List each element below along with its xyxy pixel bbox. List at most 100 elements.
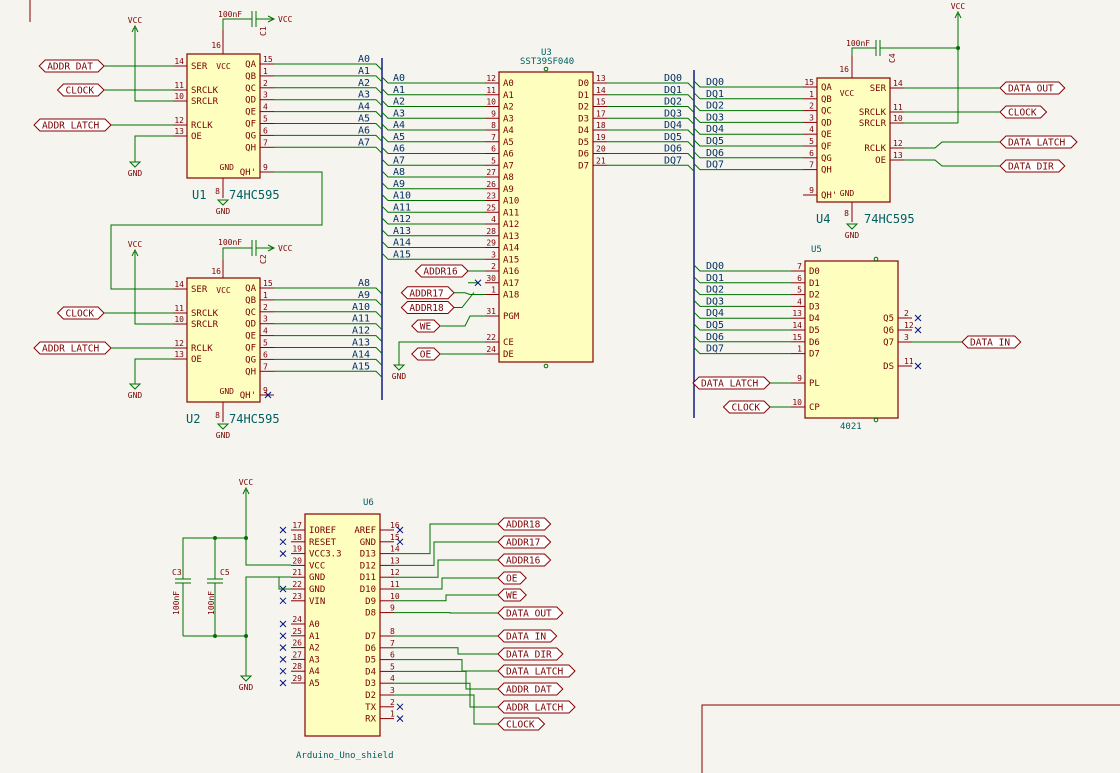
u2-bus-entry <box>274 311 383 319</box>
u3-pin-num: 27 <box>486 168 496 177</box>
label-data-in-shape <box>961 335 1022 349</box>
u6-pin-name: RESET <box>309 538 337 548</box>
label-clock: CLOCK <box>732 403 761 414</box>
u3-pin-name: D1 <box>578 91 589 101</box>
u3-bus-entry <box>381 100 485 107</box>
cascade-wire <box>110 171 323 290</box>
u5-pin-name: D3 <box>809 302 820 312</box>
label-oe: OE <box>506 574 518 585</box>
u3-bus-entry <box>381 147 485 154</box>
u3-pin-name: A5 <box>503 138 514 148</box>
label-we-shape <box>411 319 441 333</box>
label-data-in: DATA_IN <box>970 338 1010 349</box>
u3-pin-num: 1 <box>491 286 496 295</box>
u2-pin-name: QG <box>245 355 256 365</box>
u5-pin-num: 6 <box>797 274 802 283</box>
u6-pin-num: 28 <box>292 662 302 671</box>
net-a11: A11 <box>352 314 370 325</box>
u4-pin-name: QB <box>821 95 832 105</box>
vcc-wire <box>245 500 291 566</box>
a18-wire <box>454 292 475 308</box>
u4-body <box>816 77 891 203</box>
u6-net-wire <box>394 541 498 566</box>
u1-gnd-pin: GND <box>220 163 235 172</box>
u3-pin-name: A10 <box>503 197 519 207</box>
u2-bus-entry <box>274 323 383 331</box>
u1-pin-name: QH <box>245 143 256 153</box>
no-connect-mark <box>914 362 922 370</box>
u4-bus-entry <box>693 151 803 159</box>
u3-bus-entry <box>607 94 695 102</box>
u2-bus-entry <box>274 370 383 378</box>
u5-pin-name: Q6 <box>883 326 894 336</box>
u6-pin-num: 4 <box>390 674 395 683</box>
net-dq7: DQ7 <box>706 160 724 171</box>
label-addr18-shape <box>400 301 455 314</box>
u3-pin-num: 29 <box>486 239 496 248</box>
u6-pin-name: D8 <box>365 609 376 619</box>
u1-pin-name: QE <box>245 108 256 118</box>
u2-vcc-pin: VCC <box>216 286 231 295</box>
label-addr-dat-shape <box>497 682 564 696</box>
label-oe-shape <box>497 571 527 585</box>
u1-pin-num: 1 <box>263 67 268 76</box>
u6-pin-name: TX <box>365 703 376 713</box>
label-we-shape <box>497 588 527 602</box>
u3-bus-entry <box>607 141 695 149</box>
u3-pin-num: 3 <box>491 250 496 259</box>
u2-pin-num: 14 <box>174 280 184 289</box>
ce-wire <box>398 341 485 365</box>
u3-pin-name: A13 <box>503 232 519 242</box>
label-addr18: ADDR18 <box>409 303 444 314</box>
u1-pin-name: SER <box>191 62 208 72</box>
net-dq3: DQ3 <box>706 112 724 123</box>
u2-bus-entry <box>274 287 383 295</box>
u4-pin-num: 10 <box>893 114 903 123</box>
u3-bus-entry <box>381 111 485 119</box>
gnd-symbol <box>239 675 253 682</box>
u3-pin-num: 31 <box>486 307 496 316</box>
u2-bus-entry <box>274 335 383 342</box>
u3-pin-name: CE <box>503 338 514 348</box>
u6-pin-num: 8 <box>390 627 395 636</box>
u4-pin-name: QC <box>821 107 832 117</box>
u6-pin-num: 29 <box>292 674 302 683</box>
u1-bus-entry <box>274 134 383 142</box>
vcc-symbol <box>242 486 250 495</box>
gnd-label: GND <box>216 207 231 216</box>
u6-pin-num: 17 <box>292 521 302 530</box>
u6-pin-name: VCC3.3 <box>309 550 342 560</box>
no-connect-mark <box>474 279 482 287</box>
u2-pin-name: QB <box>245 296 256 306</box>
u4-pin-name: QD <box>821 118 832 128</box>
label-addr17: ADDR17 <box>409 288 443 299</box>
u3-bus-entry <box>381 217 485 225</box>
u6-pin-num: 15 <box>390 533 400 542</box>
net-dq0: DQ0 <box>664 73 682 84</box>
label-data-dir-shape <box>999 159 1066 173</box>
c1-value: 100nF <box>218 10 242 19</box>
net-a9: A9 <box>358 290 370 301</box>
u3-pin-num: 15 <box>596 98 606 107</box>
gnd-label: GND <box>216 431 231 440</box>
label-clock-shape <box>722 400 771 414</box>
net-a7: A7 <box>393 155 405 166</box>
srclr-wire <box>134 262 173 325</box>
u6-body <box>304 513 381 737</box>
gnd-symbol <box>216 423 230 430</box>
u1-value: 74HC595 <box>229 188 280 202</box>
u1-pin-name: QD <box>245 96 256 106</box>
net-a4: A4 <box>358 102 370 113</box>
u3-pin-num: 7 <box>491 133 496 142</box>
u1-bus-entry <box>274 123 383 130</box>
u4-pin-name: QA <box>821 83 832 93</box>
u2-gnd-pin: GND <box>220 387 235 396</box>
net-a0: A0 <box>358 54 370 65</box>
u3-pin-name: D2 <box>578 103 589 113</box>
label-oe: OE <box>420 350 432 361</box>
u2-pin-name: QC <box>245 308 256 318</box>
u1-pin-num: 7 <box>263 138 268 147</box>
u3-pin-num: 14 <box>596 86 606 95</box>
u3-pin-name: D3 <box>578 114 589 124</box>
u4-pin-num: 11 <box>893 103 903 112</box>
